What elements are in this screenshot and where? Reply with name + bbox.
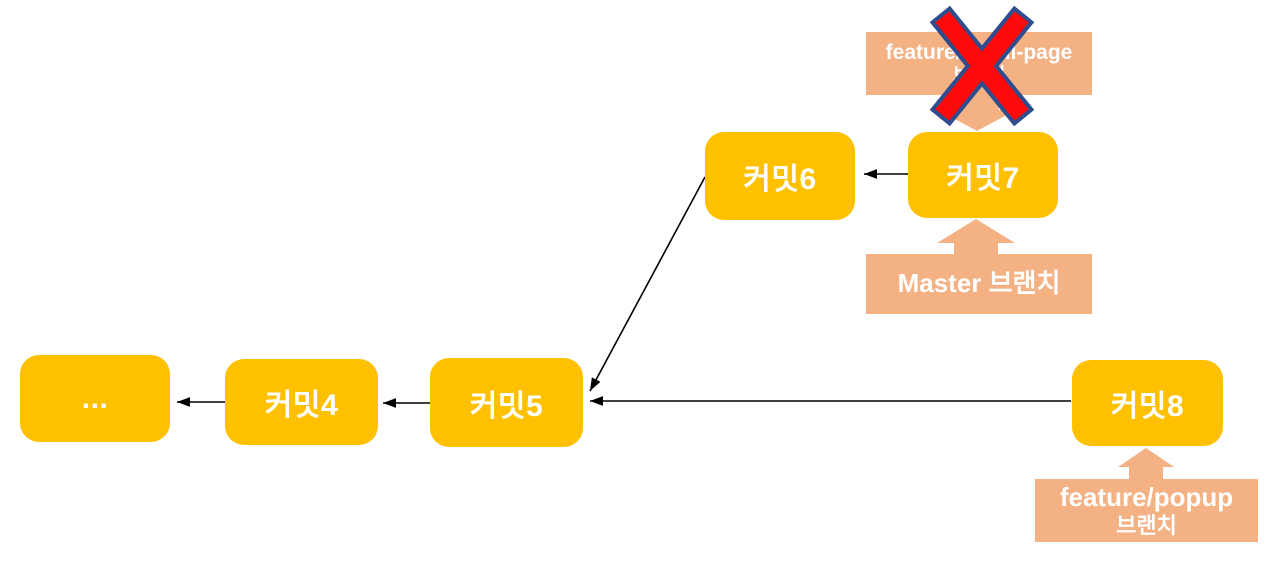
commit-node-older: ... — [20, 355, 170, 442]
deleted-x-icon — [929, 5, 1035, 127]
popup-branch-pointer-arrow-up — [1118, 448, 1174, 482]
commit-node-6: 커밋6 — [705, 132, 855, 220]
popup-branch-label-line1: feature/popup — [1059, 481, 1234, 512]
master-branch-label: Master 브랜치 — [866, 254, 1092, 314]
master-branch-label-text: Master 브랜치 — [897, 268, 1061, 299]
popup-branch-label: feature/popup 브랜치 — [1035, 479, 1258, 542]
popup-branch-label-line2: 브랜치 — [1116, 512, 1177, 538]
master-branch-pointer-arrow-up — [937, 219, 1015, 256]
commit-node-4: 커밋4 — [225, 359, 378, 445]
commit-node-7: 커밋7 — [908, 132, 1058, 218]
commit-node-5: 커밋5 — [430, 358, 583, 447]
arrow-commit6-to-commit5 — [589, 176, 706, 392]
commit-node-8: 커밋8 — [1072, 360, 1223, 446]
